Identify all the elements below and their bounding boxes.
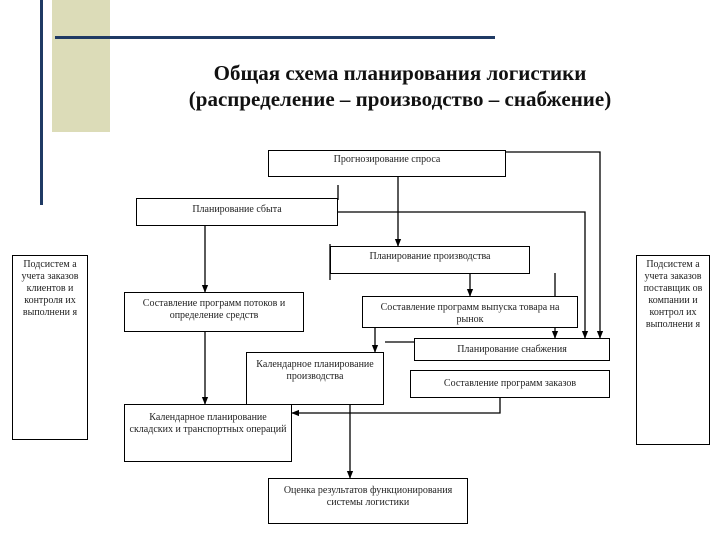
box-forecast-label: Прогнозирование спроса <box>333 154 441 165</box>
title-line-1: Общая схема планирования логистики <box>213 61 587 85</box>
box-left-subsystem: Подсистем а учета заказов клиентов и кон… <box>12 255 88 440</box>
box-supply-planning-label: Планирование снабжения <box>457 344 567 355</box>
box-flow-programs: Составление программ потоков и определен… <box>124 292 304 332</box>
box-order-programs: Составление программ заказов <box>410 370 610 398</box>
connector-sales-right <box>338 211 589 339</box>
connector-orders-warehouse <box>291 398 501 417</box>
box-calendar-production-label: Календарное планирование производства <box>256 359 374 382</box>
diagram-title: Общая схема планирования логистики (расп… <box>140 60 660 112</box>
box-evaluation: Оценка результатов функционирования сист… <box>268 478 468 524</box>
connector-forecast-right <box>505 151 604 339</box>
box-sales-planning-label: Планирование сбыта <box>192 204 282 215</box>
box-right-subsystem: Подсистем а учета заказов поставщик ов к… <box>636 255 710 445</box>
box-order-programs-label: Составление программ заказов <box>443 378 577 389</box>
decorative-block <box>52 0 110 132</box>
box-release-program-label: Составление программ выпуска товара на р… <box>380 302 560 325</box>
box-production-planning-label: Планирование производства <box>369 251 491 262</box>
box-release-program: Составление программ выпуска товара на р… <box>362 296 578 328</box>
box-warehouse-calendar: Календарное планирование складских и тра… <box>124 404 292 462</box>
box-supply-planning: Планирование снабжения <box>414 338 610 361</box>
box-warehouse-calendar-label: Календарное планирование складских и тра… <box>129 412 287 435</box>
decorative-vertical-line <box>40 0 43 205</box>
title-line-2: (распределение – производство – снабжени… <box>188 87 612 111</box>
box-right-subsystem-label: Подсистем а учета заказов поставщик ов к… <box>643 259 703 330</box>
box-calendar-production: Календарное планирование производства <box>246 352 384 405</box>
box-evaluation-label: Оценка результатов функционирования сист… <box>283 485 453 508</box>
box-left-subsystem-label: Подсистем а учета заказов клиентов и кон… <box>21 259 79 318</box>
box-production-planning: Планирование производства <box>330 246 530 274</box>
decorative-horizontal-line <box>55 36 495 39</box>
box-sales-planning: Планирование сбыта <box>136 198 338 226</box>
box-flow-programs-label: Составление программ потоков и определен… <box>142 298 286 321</box>
box-forecast: Прогнозирование спроса <box>268 150 506 177</box>
